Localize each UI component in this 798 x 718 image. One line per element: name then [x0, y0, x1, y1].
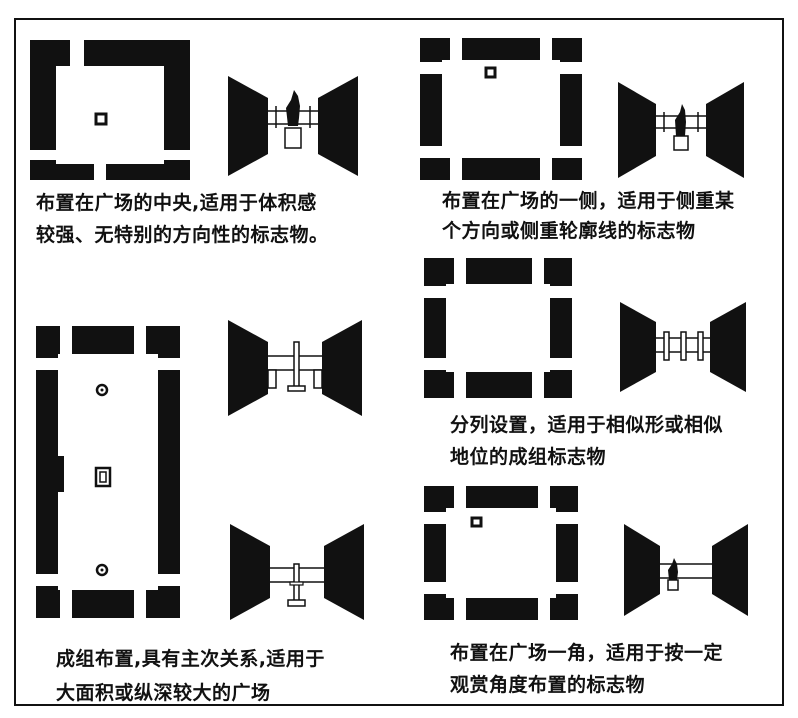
figure-frame [14, 18, 784, 706]
plan-center [30, 40, 190, 180]
plan-group [36, 326, 180, 618]
caption-center-line2: 较强、无特别的方向性的标志物。 [36, 224, 329, 246]
caption-group-line1: 成组布置,具有主次关系,适用于 [56, 648, 325, 670]
caption-row-line2: 地位的成组标志物 [450, 446, 607, 468]
caption-side-line2: 个方向或侧重轮廓线的标志物 [442, 220, 696, 242]
perspective-row [620, 302, 746, 392]
perspective-group-front [228, 320, 362, 416]
caption-group-line2: 大面积或纵深较大的广场 [56, 682, 271, 704]
caption-center-line1: 布置在广场的中央,适用于体积感 [36, 192, 317, 214]
plan-corner [424, 486, 578, 620]
perspective-side [618, 82, 744, 178]
perspective-corner [624, 524, 748, 616]
caption-corner-line2: 观赏角度布置的标志物 [450, 674, 646, 696]
caption-side-line1: 布置在广场的一侧，适用于侧重某 [442, 190, 735, 212]
perspective-group-axis [230, 524, 364, 620]
caption-corner-line1: 布置在广场一角，适用于按一定 [450, 642, 724, 664]
caption-row-line1: 分列设置，适用于相似形或相似 [450, 414, 724, 436]
plan-side [420, 38, 582, 180]
perspective-center [228, 76, 358, 176]
plan-row [424, 258, 572, 398]
